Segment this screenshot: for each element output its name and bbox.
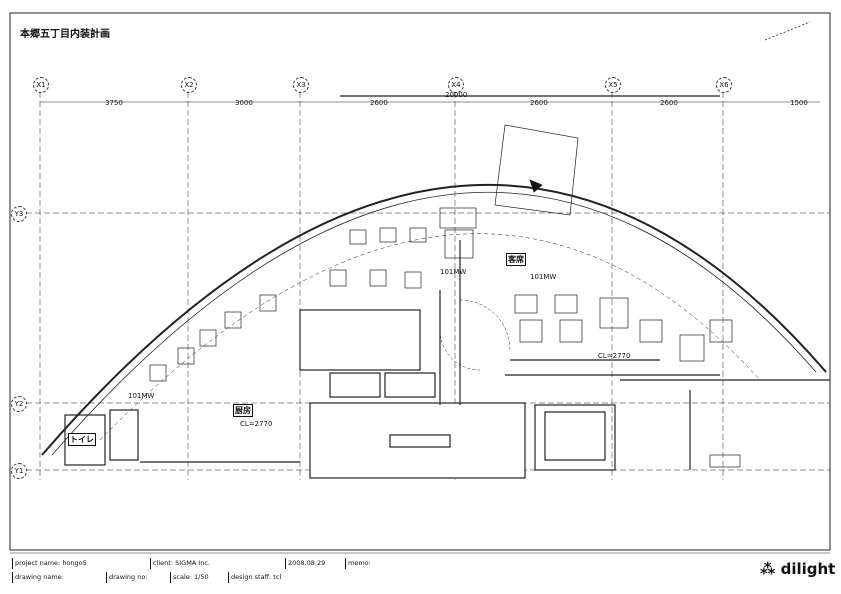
drawing-title: 本郷五丁目内装計画 <box>20 29 110 40</box>
dimension-label: 3750 <box>105 99 123 107</box>
grid-bubble-y2: Y2 <box>11 396 27 412</box>
room-label-seating: 客席 <box>506 253 526 266</box>
sparkle-icon: ⁂ <box>760 560 781 578</box>
grid-bubble-x2: X2 <box>181 77 197 93</box>
drawing-name: drawing name: <box>12 572 64 583</box>
fixture-label: 101MW <box>440 268 467 276</box>
dimension-label: 2600 <box>370 99 388 107</box>
interior-walls <box>64 240 830 479</box>
dimension-label: 3000 <box>235 99 253 107</box>
grid-bubble-y3: Y3 <box>11 206 27 222</box>
grid-bubble-x4: X4 <box>448 77 464 93</box>
brand-name: dilight <box>780 560 836 578</box>
room-label-kitchen: 厨房 <box>233 404 253 417</box>
scale: scale: 1/50 <box>170 572 209 583</box>
grid-bubble-x3: X3 <box>293 77 309 93</box>
grid-bubble-x6: X6 <box>716 77 732 93</box>
curved-facade-wall <box>41 183 827 456</box>
terrace-area <box>494 124 579 216</box>
fixture-label: 101MW <box>128 392 155 400</box>
design-staff: design staff: tcl <box>228 572 281 583</box>
project-name: project name: hongo5 <box>12 558 87 569</box>
client: client: SIGMA Inc. <box>150 558 210 569</box>
grid-bubble-x1: X1 <box>33 77 49 93</box>
sheet-frame <box>9 12 831 551</box>
date: 2008.08.29 <box>285 558 325 569</box>
grid-bubble-y1: Y1 <box>11 463 27 479</box>
ceiling-height-seating: CL=2770 <box>598 352 631 360</box>
dimension-label: 2600 <box>660 99 678 107</box>
dimension-label: 1500 <box>790 99 808 107</box>
room-label-toilet: トイレ <box>68 433 96 446</box>
dimension-label: 2600 <box>530 99 548 107</box>
grid-bubble-x5: X5 <box>605 77 621 93</box>
memo: memo: <box>345 558 371 569</box>
total-dimension-label: 20000 <box>445 91 468 99</box>
furniture <box>149 207 741 468</box>
fixture-label: 101MW <box>530 273 557 281</box>
drawing-no: drawing no: <box>106 572 148 583</box>
dilight-logo: ⁂ dilight <box>760 560 835 578</box>
ceiling-height-kitchen: CL=2770 <box>240 420 273 428</box>
